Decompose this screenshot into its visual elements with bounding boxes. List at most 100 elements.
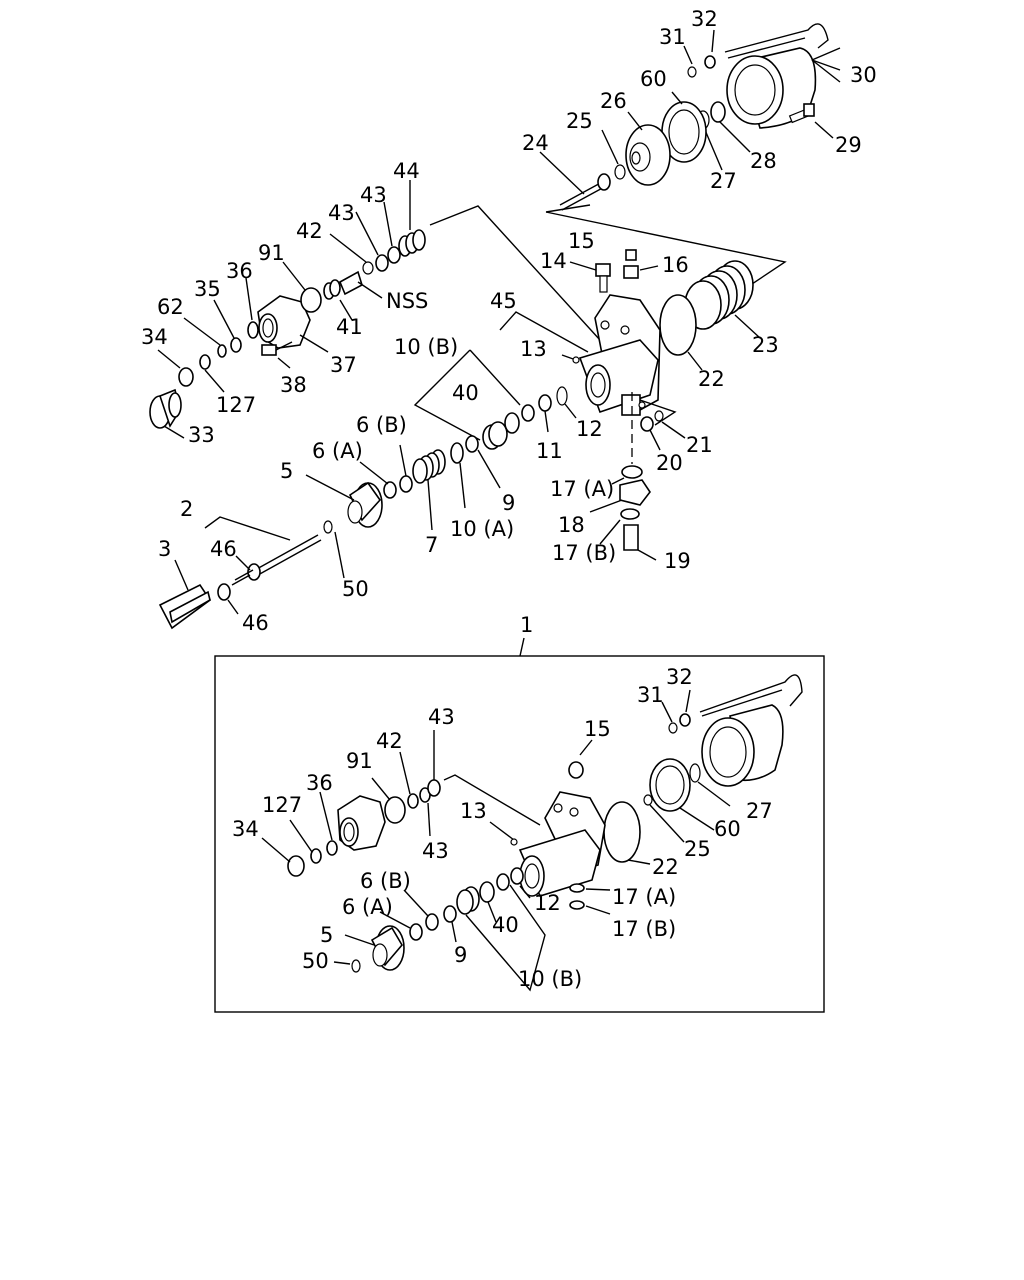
- valve-body-part: [578, 294, 661, 416]
- label-box-91: 91: [346, 749, 373, 773]
- label-box-127: 127: [262, 793, 302, 817]
- label-11: 11: [536, 439, 563, 463]
- label-box-27: 27: [746, 799, 773, 823]
- label-29: 29: [835, 133, 862, 157]
- label-3: 3: [158, 537, 171, 561]
- seal-60-part: [661, 91, 707, 163]
- label-43b: 43: [328, 201, 355, 225]
- clevis-3-part: [158, 559, 212, 630]
- label-5: 5: [280, 459, 293, 483]
- label-box-9: 9: [454, 943, 467, 967]
- label-41: 41: [336, 315, 363, 339]
- label-box-25: 25: [684, 837, 711, 861]
- label-box-12: 12: [534, 891, 561, 915]
- assembly-kit-box: 1: [214, 613, 825, 1013]
- actuator-housing-part: [724, 23, 841, 129]
- label-22: 22: [698, 367, 725, 391]
- label-20: 20: [656, 451, 683, 475]
- small-parts-31-32: [683, 29, 716, 78]
- label-43a: 43: [360, 183, 387, 207]
- label-box-6a: 6 (A): [342, 895, 393, 919]
- label-2: 2: [180, 497, 193, 521]
- cover-37-part: [257, 295, 329, 353]
- label-box-43a: 43: [428, 705, 455, 729]
- label-30: 30: [850, 63, 877, 87]
- label-25: 25: [566, 109, 593, 133]
- label-27: 27: [710, 169, 737, 193]
- nut-46-part: [217, 555, 254, 615]
- label-32: 32: [691, 7, 718, 31]
- label-45: 45: [490, 289, 517, 313]
- label-nss: NSS: [386, 289, 428, 313]
- label-10a: 10 (A): [450, 517, 514, 541]
- label-50: 50: [342, 577, 369, 601]
- label-1: 1: [520, 613, 533, 637]
- label-62: 62: [157, 295, 184, 319]
- label-19: 19: [664, 549, 691, 573]
- label-box-6b: 6 (B): [360, 869, 411, 893]
- piston-5-part: [305, 474, 383, 528]
- label-21: 21: [686, 433, 713, 457]
- label-box-22: 22: [652, 855, 679, 879]
- label-13: 13: [520, 337, 547, 361]
- upper-exploded-view: 32 31 30 60 26 25 29 24 28 27 44 43 43 4…: [141, 7, 877, 635]
- label-box-43b: 43: [422, 839, 449, 863]
- label-box-31: 31: [637, 683, 664, 707]
- spring-23-part: [684, 260, 761, 339]
- label-35: 35: [194, 277, 221, 301]
- spring-7-part: [412, 449, 446, 484]
- label-6b: 6 (B): [356, 413, 407, 437]
- label-box-13: 13: [460, 799, 487, 823]
- label-28: 28: [750, 149, 777, 173]
- label-37: 37: [330, 353, 357, 377]
- label-33: 33: [188, 423, 215, 447]
- label-16: 16: [662, 253, 689, 277]
- label-box-5: 5: [320, 923, 333, 947]
- label-box-32: 32: [666, 665, 693, 689]
- label-91: 91: [258, 241, 285, 265]
- label-18: 18: [558, 513, 585, 537]
- push-rod-2-part: [204, 516, 345, 581]
- label-46a: 46: [210, 537, 237, 561]
- bolt-29-part: [788, 103, 834, 139]
- label-46b: 46: [242, 611, 269, 635]
- label-6a: 6 (A): [312, 439, 363, 463]
- label-26: 26: [600, 89, 627, 113]
- plug-33-part: [149, 349, 225, 439]
- oring-22-part: [659, 294, 703, 371]
- label-17b: 17 (B): [552, 541, 616, 565]
- rod-24-part: [539, 129, 626, 211]
- label-box-40: 40: [492, 913, 519, 937]
- label-box-17a: 17 (A): [612, 885, 676, 909]
- label-7: 7: [425, 533, 438, 557]
- label-17a: 17 (A): [550, 477, 614, 501]
- label-42: 42: [296, 219, 323, 243]
- label-box-60: 60: [714, 817, 741, 841]
- label-44: 44: [393, 159, 420, 183]
- label-12: 12: [576, 417, 603, 441]
- label-box-10b: 10 (B): [518, 967, 582, 991]
- label-23: 23: [752, 333, 779, 357]
- assembly-box-frame: [214, 655, 825, 1013]
- label-60: 60: [640, 67, 667, 91]
- label-15: 15: [568, 229, 595, 253]
- label-box-42: 42: [376, 729, 403, 753]
- label-box-17b: 17 (B): [612, 917, 676, 941]
- label-31: 31: [659, 25, 686, 49]
- diaphragm-26-part: [625, 111, 671, 186]
- label-box-34: 34: [232, 817, 259, 841]
- label-10b: 10 (B): [394, 335, 458, 359]
- label-box-15: 15: [584, 717, 611, 741]
- label-40: 40: [452, 381, 479, 405]
- label-box-36: 36: [306, 771, 333, 795]
- label-box-50: 50: [302, 949, 329, 973]
- pin-13-part: [561, 354, 580, 364]
- label-9: 9: [502, 491, 515, 515]
- label-14: 14: [540, 249, 567, 273]
- label-127: 127: [216, 393, 256, 417]
- label-24: 24: [522, 131, 549, 155]
- fitting-14-15-16: [569, 249, 659, 293]
- label-34: 34: [141, 325, 168, 349]
- label-38: 38: [280, 373, 307, 397]
